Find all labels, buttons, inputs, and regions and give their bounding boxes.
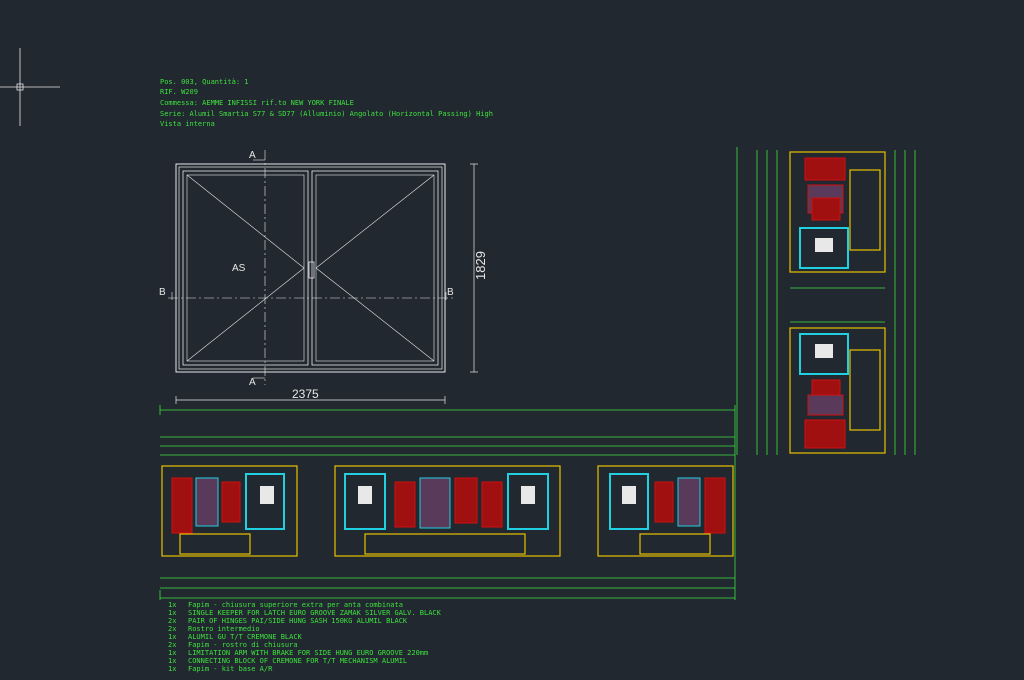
part-desc: Fapim - chiusura superiore extra per ant… <box>188 601 403 609</box>
part-qty: 1x <box>168 649 176 657</box>
part-qty: 1x <box>168 665 176 673</box>
header-line-position: Pos. 003, Quantità: 1 <box>160 78 249 86</box>
part-qty: 2x <box>168 617 176 625</box>
section-b-right: B <box>447 287 454 298</box>
part-desc: LIMITATION ARM WITH BRAKE FOR SIDE HUNG … <box>188 649 428 657</box>
vertical-dimension-lines <box>736 147 916 455</box>
section-a-top: A <box>249 150 256 161</box>
vertical-section-top <box>789 151 886 273</box>
part-desc: CONNECTING BLOCK OF CREMONE FOR T/T MECH… <box>188 657 407 665</box>
header-line-view: Vista interna <box>160 120 215 128</box>
window-elevation: AS A A B B 1829 2375 <box>159 150 488 404</box>
header-line-order: Commessa: AEMME INFISSI rif.to NEW YORK … <box>160 99 354 107</box>
part-desc: Rostro intermedio <box>188 625 260 633</box>
horizontal-section-center <box>334 465 561 557</box>
height-dimension: 1829 <box>473 251 488 280</box>
header-line-reference: RIF. W209 <box>160 88 198 96</box>
vertical-section-bottom <box>789 327 886 454</box>
part-qty: 1x <box>168 633 176 641</box>
horizontal-section-left <box>161 465 298 557</box>
sash-label: AS <box>232 263 246 274</box>
part-qty: 2x <box>168 641 176 649</box>
part-qty: 1x <box>168 657 176 665</box>
section-b-left: B <box>159 287 166 298</box>
width-dimension: 2375 <box>292 387 319 401</box>
part-desc: ALUMIL GU T/T CREMONE BLACK <box>188 633 303 641</box>
part-qty: 1x <box>168 601 176 609</box>
part-qty: 2x <box>168 625 176 633</box>
header-block: Pos. 003, Quantità: 1 RIF. W209 Commessa… <box>160 78 493 128</box>
part-desc: PAIR OF HINGES PAI/SIDE HUNG SASH 150KG … <box>188 617 408 625</box>
part-desc: Fapim - kit base A/R <box>188 665 273 673</box>
horizontal-dimension-lines <box>159 405 736 600</box>
part-desc: Fapim - rostro di chiusura <box>188 641 298 649</box>
part-desc: SINGLE KEEPER FOR LATCH EURO GROOVE ZAMA… <box>188 609 442 617</box>
crosshair-cursor <box>0 48 60 126</box>
part-qty: 1x <box>168 609 176 617</box>
horizontal-section-right <box>597 465 734 557</box>
section-a-bottom: A <box>249 377 256 388</box>
parts-list: 1x Fapim - chiusura superiore extra per … <box>168 601 442 673</box>
header-line-series: Serie: Alumil Smartia S77 & SD77 (Allumi… <box>160 110 493 118</box>
